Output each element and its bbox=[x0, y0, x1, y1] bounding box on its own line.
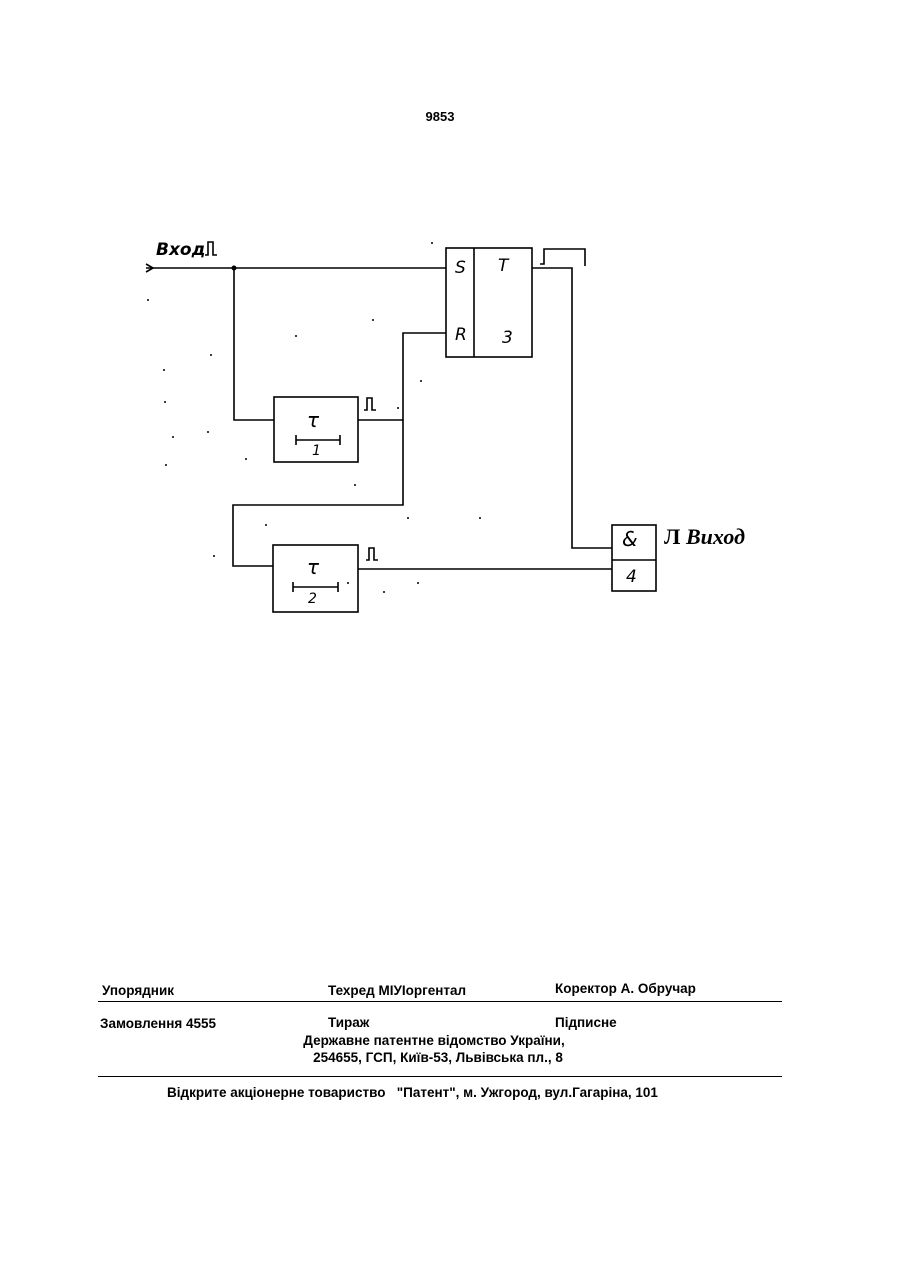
input-label: Вход bbox=[156, 240, 205, 260]
corrector: Коректор А. Обручар bbox=[555, 981, 696, 996]
output-label: Виход bbox=[686, 524, 745, 550]
compiler-label: Упорядник bbox=[102, 983, 174, 998]
delay1-pulse-icon bbox=[364, 398, 376, 410]
office-line-2: 254655, ГСП, Київ-53, Львівська пл., 8 bbox=[0, 1050, 876, 1065]
footer-rule-top bbox=[98, 1001, 782, 1002]
delay1-number: 1 bbox=[312, 443, 321, 459]
tech-editor: Техред МІУІоргентал bbox=[328, 983, 466, 998]
delay2-number: 2 bbox=[308, 591, 317, 607]
footer-rule-bottom bbox=[98, 1076, 782, 1077]
input-pulse-icon bbox=[205, 242, 217, 255]
trigger-number: 3 bbox=[502, 328, 513, 348]
junction-dot bbox=[232, 266, 237, 271]
order-number: Замовлення 4555 bbox=[100, 1016, 216, 1031]
and-gate-symbol: & bbox=[622, 527, 638, 551]
trigger-reset-label: R bbox=[455, 325, 467, 345]
delay2-pulse-icon bbox=[366, 548, 378, 560]
and-gate-number: 4 bbox=[626, 567, 637, 587]
trigger-set-label: S bbox=[455, 258, 466, 278]
circulation: Тираж bbox=[328, 1015, 369, 1030]
trigger-to-and bbox=[532, 268, 612, 548]
subscription: Підписне bbox=[555, 1015, 617, 1030]
circuit-diagram bbox=[0, 0, 900, 700]
printer-line: Відкрите акціонерне товариство "Патент",… bbox=[167, 1085, 658, 1100]
output-prefix: Л bbox=[664, 524, 680, 550]
trigger-type-label: T bbox=[498, 256, 508, 276]
trigger-output-pulse-icon bbox=[540, 249, 585, 266]
delay1-symbol: τ bbox=[307, 408, 319, 432]
delay2-symbol: τ bbox=[307, 555, 319, 579]
branch-to-delay1 bbox=[234, 268, 274, 420]
office-line-1: Державне патентне відомство України, bbox=[0, 1033, 868, 1048]
branch-to-delay2 bbox=[233, 420, 403, 566]
